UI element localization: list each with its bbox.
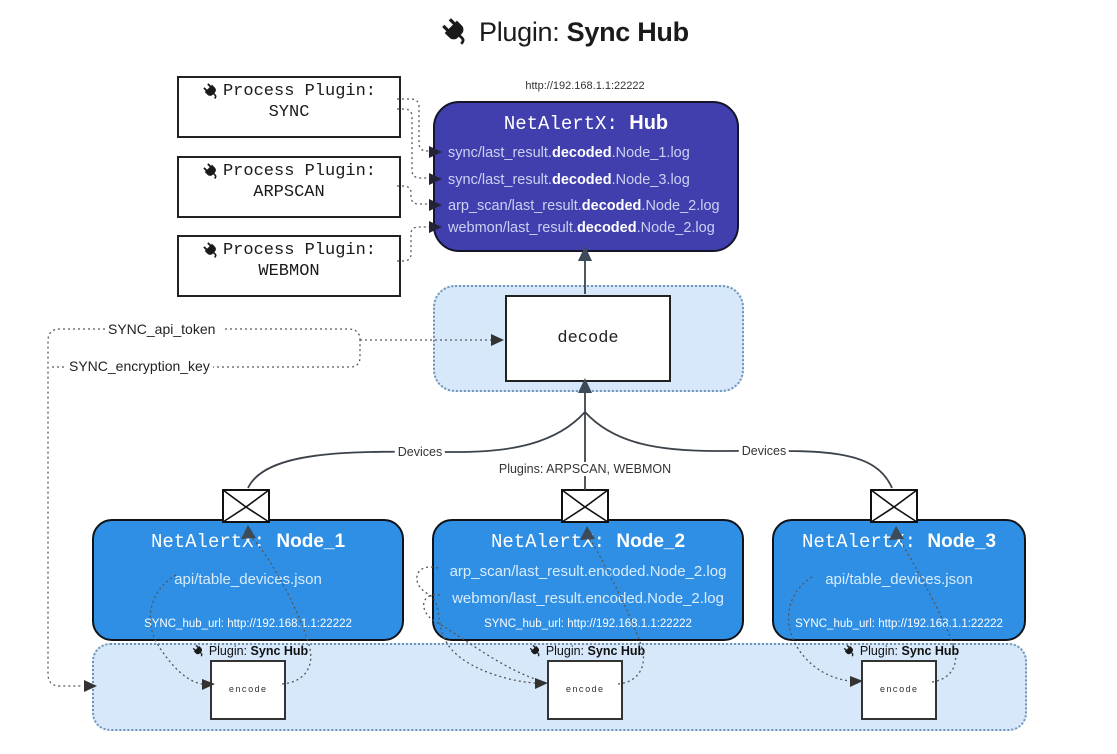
process-plugin-webmon: Process Plugin: WEBMON — [177, 235, 401, 297]
encode-box: encode — [547, 660, 623, 720]
process-plugin-label: Process Plugin: — [222, 82, 377, 101]
encode-box: encode — [210, 660, 286, 720]
plug-icon — [529, 644, 543, 658]
node-sync-curves — [247, 411, 893, 490]
process-to-hub-links — [397, 98, 429, 262]
node-title: NetAlertX: Node_3 — [801, 531, 997, 553]
node-hub-url: SYNC_hub_url: http://192.168.1.1:22222 — [484, 618, 692, 630]
node-1-box: NetAlertX: Node_1 api/table_devices.json… — [92, 519, 404, 641]
page-title: Plugin: Sync Hub — [440, 16, 689, 48]
hub-file-line: arp_scan/last_result.decoded.Node_2.log — [448, 198, 720, 214]
title-bold: Sync Hub — [566, 16, 689, 47]
encode-box: encode — [861, 660, 937, 720]
node-title: NetAlertX: Node_1 — [150, 531, 346, 553]
plug-icon — [202, 162, 221, 181]
hub-name-prefix: NetAlertX: — [503, 113, 618, 135]
sync-api-token-label: SYNC_api_token — [105, 321, 219, 337]
node-file: arp_scan/last_result.encoded.Node_2.log — [449, 563, 727, 580]
title-prefix: Plugin: — [479, 16, 560, 47]
process-plugin-label: Process Plugin: — [222, 241, 377, 260]
node-hub-url: SYNC_hub_url: http://192.168.1.1:22222 — [795, 618, 1003, 630]
plug-icon — [843, 644, 857, 658]
node-hub-url: SYNC_hub_url: http://192.168.1.1:22222 — [144, 618, 352, 630]
process-plugin-label: Process Plugin: — [222, 162, 377, 181]
process-plugin-name: ARPSCAN — [253, 183, 325, 202]
edge-label-devices-left: Devices — [394, 445, 446, 459]
plug-icon — [202, 241, 221, 260]
process-plugin-arpscan: Process Plugin: ARPSCAN — [177, 156, 401, 218]
decode-box: decode — [505, 295, 671, 382]
node-2-box: NetAlertX: Node_2 arp_scan/last_result.e… — [432, 519, 744, 641]
sync-encryption-key-label: SYNC_encryption_key — [66, 358, 213, 374]
hub-url: http://192.168.1.1:22222 — [525, 80, 645, 92]
node-3-box: NetAlertX: Node_3 api/table_devices.json… — [772, 519, 1026, 641]
edge-label-plugins: Plugins: ARPSCAN, WEBMON — [495, 462, 675, 476]
process-plugin-name: WEBMON — [258, 262, 320, 281]
hub-box: NetAlertX: Hub sync/last_result.decoded.… — [433, 101, 739, 252]
envelope-icon — [561, 489, 609, 523]
envelope-icon — [222, 489, 270, 523]
hub-file-line: sync/last_result.decoded.Node_1.log — [448, 145, 690, 161]
hub-file-line: webmon/last_result.decoded.Node_2.log — [448, 220, 715, 236]
envelope-icon — [870, 489, 918, 523]
node-file: webmon/last_result.encoded.Node_2.log — [452, 590, 724, 607]
process-plugin-name: SYNC — [268, 103, 310, 122]
node-file: api/table_devices.json — [825, 571, 973, 588]
node-title: NetAlertX: Node_2 — [490, 531, 686, 553]
plug-icon — [192, 644, 206, 658]
encode-plugin-label: Plugin: Sync Hub — [529, 644, 645, 658]
hub-file-line: sync/last_result.decoded.Node_3.log — [448, 172, 690, 188]
plug-icon — [202, 82, 221, 101]
encode-plugin-label: Plugin: Sync Hub — [843, 644, 959, 658]
node-file: api/table_devices.json — [174, 571, 322, 588]
hub-title: NetAlertX: Hub — [435, 112, 737, 135]
plug-icon — [440, 16, 472, 48]
encode-plugin-label: Plugin: Sync Hub — [192, 644, 308, 658]
hub-name-bold: Hub — [629, 112, 669, 134]
process-plugin-sync: Process Plugin: SYNC — [177, 76, 401, 138]
page-title-text: Plugin: Sync Hub — [479, 17, 689, 48]
edge-label-devices-right: Devices — [738, 444, 790, 458]
